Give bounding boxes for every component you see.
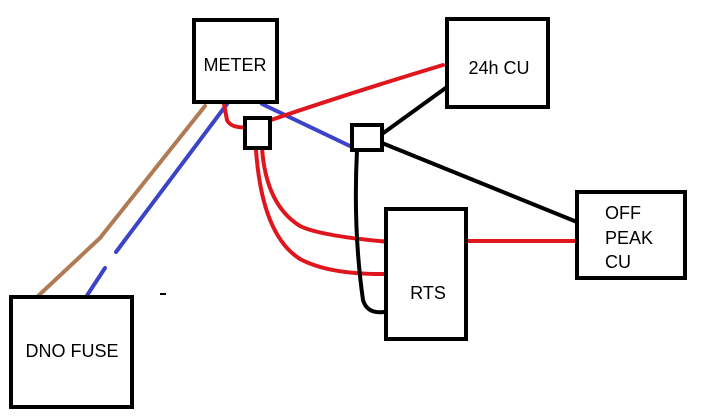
- junction-to-rts-wire: [353, 148, 386, 315]
- dno-fuse-box: [9, 295, 134, 409]
- junction-to-off-peak-cu-wire: [380, 141, 579, 224]
- meter-box: [192, 18, 279, 104]
- meter-to-24h-cu-live-wire: [222, 63, 445, 130]
- meter-label: METER: [204, 55, 267, 75]
- cu-24h-label: 24h CU: [468, 58, 529, 78]
- meter-neutral-wire: [260, 102, 354, 149]
- off-peak-cu-box: [575, 190, 687, 280]
- supply-live-wire-upper: [98, 104, 207, 240]
- dno-fuse-label: DNO FUSE: [25, 341, 118, 361]
- meter-connector-box: [243, 116, 272, 150]
- supply-neutral-wire: [84, 266, 107, 299]
- junction-to-24h-cu-wire: [380, 85, 449, 136]
- rts-coil-feed-wire: [254, 148, 390, 277]
- rts-box: [384, 207, 468, 341]
- rts-switch-feed-wire: [260, 146, 392, 244]
- off-peak-cu-label-line-2: PEAK: [605, 228, 653, 248]
- off-peak-cu-label-line-1: OFF: [605, 203, 641, 223]
- junction-box: [350, 123, 384, 152]
- rts-label: RTS: [410, 283, 446, 303]
- supply-neutral-wire-upper: [114, 102, 229, 254]
- supply-live-wire: [35, 236, 102, 299]
- cu-24h-box: [445, 17, 550, 109]
- off-peak-cu-label-line-3: CU: [605, 252, 631, 272]
